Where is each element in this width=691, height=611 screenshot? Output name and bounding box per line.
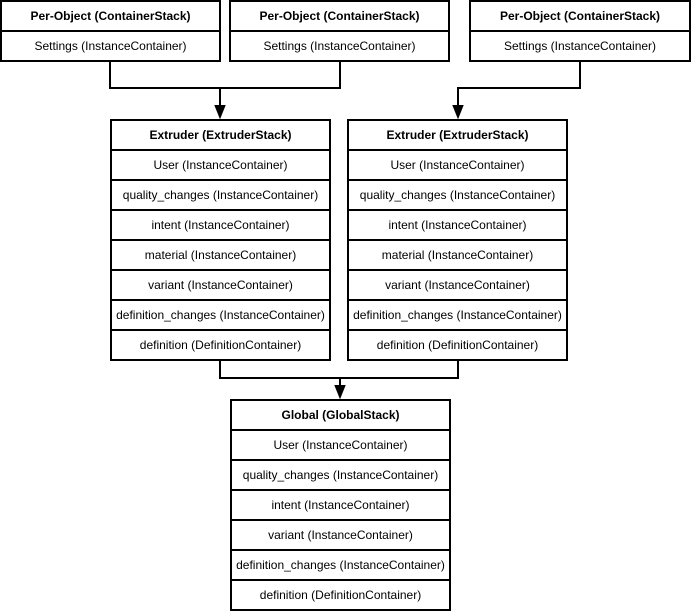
arrowhead-right-extruder — [452, 105, 464, 120]
container-row: variant (InstanceContainer) — [349, 269, 566, 299]
container-row: definition (DefinitionContainer) — [232, 579, 449, 609]
container-row: material (InstanceContainer) — [349, 239, 566, 269]
stack-title: Extruder (ExtruderStack) — [386, 128, 529, 142]
container-row: Settings (InstanceContainer) — [2, 30, 219, 60]
container-row: User (InstanceContainer) — [112, 149, 329, 179]
stack-title: Extruder (ExtruderStack) — [149, 128, 292, 142]
extruder-stack-2: Extruder (ExtruderStack) User (InstanceC… — [347, 119, 568, 361]
stack-title: Global (GlobalStack) — [281, 408, 400, 422]
container-row: quality_changes (InstanceContainer) — [112, 179, 329, 209]
container-row: variant (InstanceContainer) — [232, 519, 449, 549]
container-row: Settings (InstanceContainer) — [471, 30, 689, 60]
arrowhead-global — [334, 385, 346, 400]
container-row: material (InstanceContainer) — [112, 239, 329, 269]
arrowhead-left-extruder — [214, 105, 226, 120]
container-row: variant (InstanceContainer) — [112, 269, 329, 299]
container-row: quality_changes (InstanceContainer) — [232, 459, 449, 489]
stack-title: Per-Object (ContainerStack) — [499, 9, 661, 23]
per-object-stack-3: Per-Object (ContainerStack) Settings (In… — [469, 0, 691, 62]
stack-title: Per-Object (ContainerStack) — [259, 9, 420, 23]
container-row: User (InstanceContainer) — [232, 429, 449, 459]
container-row: intent (InstanceContainer) — [349, 209, 566, 239]
container-row: definition (DefinitionContainer) — [112, 329, 329, 359]
per-object-stack-2: Per-Object (ContainerStack) Settings (In… — [229, 0, 450, 62]
extruder-stack-1: Extruder (ExtruderStack) User (InstanceC… — [110, 119, 331, 361]
global-stack: Global (GlobalStack) User (InstanceConta… — [230, 399, 451, 611]
container-row: User (InstanceContainer) — [349, 149, 566, 179]
container-row: definition (DefinitionContainer) — [349, 329, 566, 359]
container-row: definition_changes (InstanceContainer) — [349, 299, 566, 329]
container-row: quality_changes (InstanceContainer) — [349, 179, 566, 209]
stack-title: Per-Object (ContainerStack) — [30, 9, 191, 23]
per-object-stack-1: Per-Object (ContainerStack) Settings (In… — [0, 0, 221, 62]
container-row: definition_changes (InstanceContainer) — [112, 299, 329, 329]
container-row: intent (InstanceContainer) — [112, 209, 329, 239]
container-row: definition_changes (InstanceContainer) — [232, 549, 449, 579]
container-row: Settings (InstanceContainer) — [231, 30, 448, 60]
container-row: intent (InstanceContainer) — [232, 489, 449, 519]
